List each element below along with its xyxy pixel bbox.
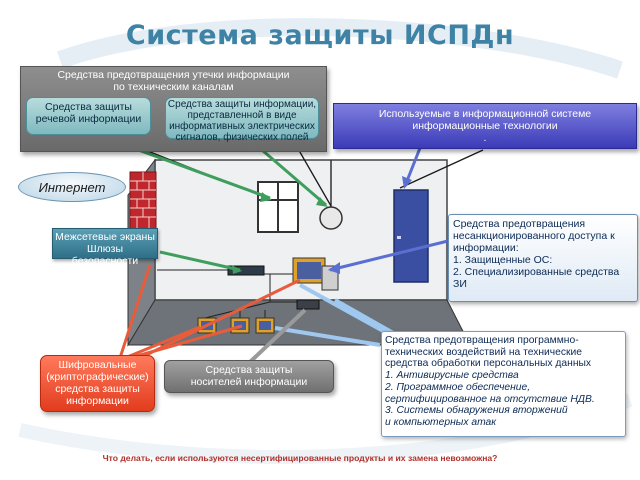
footer-question: Что делать, если используются несертифиц… — [102, 453, 498, 463]
nsd-line-1: Средства предотвращения — [453, 218, 586, 230]
nsd-line-2: несанкционированного доступа к — [453, 230, 615, 242]
it-line-1: Используемые в информационной системе — [378, 108, 592, 120]
network-switch — [227, 265, 265, 276]
pv-line-4: 1. Антивирусные средства — [385, 370, 519, 382]
crypto-line-2: (криптографические) — [46, 371, 149, 383]
internet-cloud-icon: Интернет — [18, 172, 126, 202]
speech-protection-box: Средства защиты речевой информации — [26, 97, 151, 135]
pemin-line-1: Средства защиты информации, — [167, 99, 317, 110]
crypto-line-3: средства защиты — [55, 383, 140, 395]
pv-line-3: средства обработки персональных данных — [385, 358, 592, 370]
it-line-2: информационные технологии — [412, 120, 558, 132]
page-title: Система защиты ИСПДн — [125, 20, 515, 51]
it-line-3: . — [483, 132, 487, 144]
pv-line-6: сертифицированное на отсутствие НДВ. — [385, 393, 595, 405]
pv-line-1: Средства предотвращения программно- — [385, 335, 579, 346]
pemin-line-3: информативных электрических — [169, 121, 315, 132]
firewall-line-1: Межсетевые экраны — [55, 231, 155, 243]
pemin-line-2: представленной в виде — [187, 110, 297, 121]
ceiling-lamp — [319, 206, 343, 230]
nsd-line-6: ЗИ — [453, 278, 467, 290]
leak-panel-heading-1: Средства предотвращения утечки информаци… — [57, 69, 290, 81]
brick-wall-icon — [129, 171, 157, 231]
pv-line-7: 3. Системы обнаружения вторжений — [385, 405, 568, 417]
speech-line-2: речевой информации — [35, 113, 142, 125]
pv-line-8: и компьютерных атак — [385, 416, 497, 428]
crypto-line-4: информации — [66, 395, 129, 407]
speech-line-1: Средства защиты — [45, 101, 132, 113]
workstation-icon-3 — [255, 317, 275, 334]
media-line-1: Средства защиты — [205, 364, 293, 376]
nsd-line-3: информации: — [453, 242, 519, 254]
nsd-line-4: 1. Защищенные ОС: — [453, 254, 553, 266]
crypto-line-1: Шифровальные — [58, 359, 137, 371]
leak-panel-heading-2: по техническим каналам — [113, 81, 234, 93]
media-device — [296, 299, 320, 310]
firewall-box: Межсетевые экраны Шлюзы безопасности — [52, 228, 158, 267]
media-line-2: носителей информации — [190, 376, 308, 388]
pemin-protection-box: Средства защиты информации, представленн… — [165, 97, 319, 143]
nsd-line-5: 2. Специализированные средства — [453, 266, 620, 278]
crypto-protection-box: Шифровальные (криптографические) средств… — [40, 355, 155, 412]
pemin-line-4: сигналов, физических полей — [175, 132, 309, 143]
pv-line-5: 2. Программное обеспечение, — [385, 381, 531, 393]
firewall-line-2: Шлюзы безопасности — [71, 243, 139, 267]
media-protection-box: Средства защиты носителей информации — [164, 360, 334, 393]
unauthorized-access-box: Средства предотвращения несанкционирован… — [448, 214, 638, 302]
pv-line-2: технических воздействий на технические — [385, 346, 583, 358]
it-technologies-box: Используемые в информационной системе ин… — [333, 103, 637, 149]
software-impact-box: Средства предотвращения программно- техн… — [381, 331, 626, 437]
